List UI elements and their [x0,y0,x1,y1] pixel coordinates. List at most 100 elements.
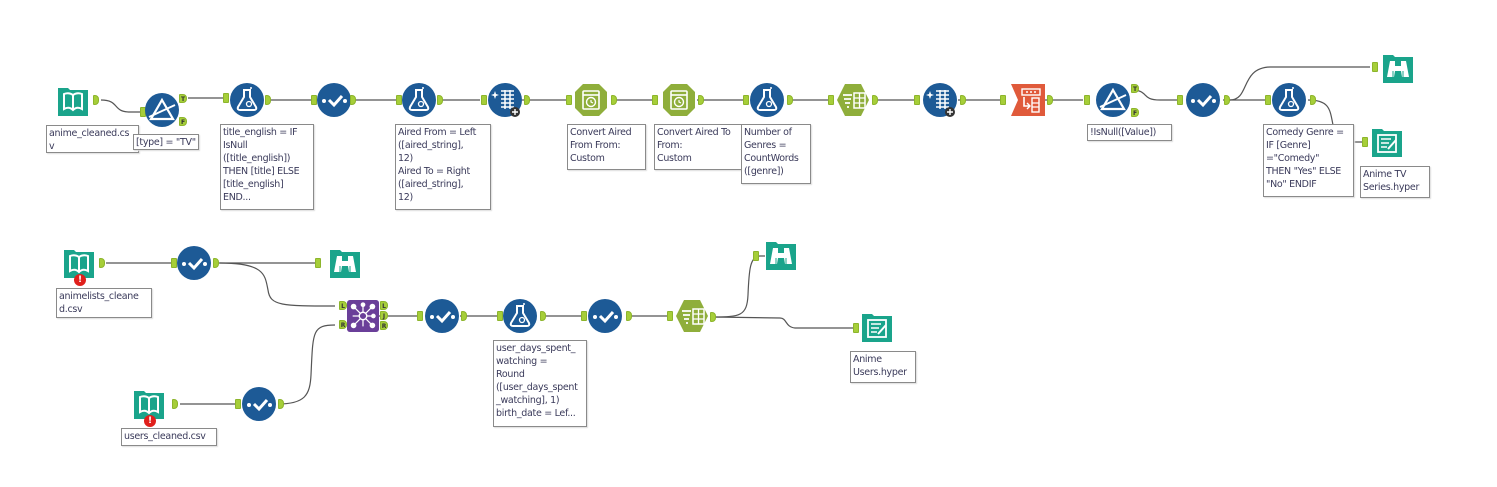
formula-tool-aired[interactable] [402,83,436,117]
input-anchor[interactable] [311,95,317,105]
input-anchor[interactable] [1265,95,1271,105]
join-tool[interactable] [347,300,379,332]
select-tool-4[interactable] [242,387,276,421]
input-anchor[interactable] [171,258,177,268]
output-anchor[interactable] [960,95,966,105]
checkmark-select-icon [242,387,276,421]
checkmark-select-icon [317,83,351,117]
output-anchor[interactable] [872,95,878,105]
input-data-tool-animelists[interactable] [62,246,96,280]
input-anchor[interactable] [396,95,402,105]
input-anchor[interactable] [667,311,673,321]
output-anchor[interactable] [265,95,271,105]
input-anchor[interactable] [853,323,859,333]
error-badge-icon: ! [74,274,86,286]
left-input-anchor[interactable]: L [339,301,347,310]
multi-field-formula-icon [488,83,522,117]
output-data-tool-anime[interactable] [1370,125,1404,159]
filter-tool-tv[interactable] [145,93,179,127]
output-anchor[interactable] [787,95,793,105]
input-anchor[interactable] [914,95,920,105]
input-anchor[interactable] [1177,95,1183,105]
output-data-tool-users[interactable] [860,310,894,344]
output-anchor[interactable] [172,399,178,409]
output-anchor[interactable] [611,95,617,105]
formula-tool-comedy[interactable] [1272,83,1306,117]
input-anchor[interactable] [581,311,587,321]
output-anchor[interactable] [1224,95,1230,105]
formula-tool-title[interactable] [230,83,264,117]
input-anchor[interactable] [828,95,834,105]
input-anchor[interactable] [753,251,759,261]
false-anchor[interactable]: F [1131,108,1139,117]
text-to-columns-tool-1[interactable] [836,83,870,117]
output-anchor[interactable] [710,312,716,322]
input-anchor[interactable] [566,95,572,105]
input-anchor[interactable] [1000,95,1006,105]
filter-triangle-icon [145,93,179,127]
multi-field-formula-icon [923,83,957,117]
browse-tool-3[interactable] [764,238,798,272]
annotation-input-users: users_cleaned.csv [121,428,217,446]
input-anchor[interactable] [481,95,487,105]
right-input-anchor[interactable]: R [339,320,347,329]
input-anchor[interactable] [417,311,423,321]
output-anchor[interactable] [213,258,219,268]
text-to-columns-tool-2[interactable] [675,299,709,333]
datetime-tool-to[interactable] [662,83,696,117]
connector-input-filter [100,99,140,113]
formula-tool-users[interactable] [503,299,537,333]
output-anchor[interactable] [540,311,546,321]
output-anchor[interactable] [350,95,356,105]
filter-tool-null[interactable] [1096,83,1130,117]
input-anchor[interactable] [652,95,658,105]
select-tool-3[interactable] [177,246,211,280]
output-file-icon [862,314,892,342]
checkmark-select-icon [177,246,211,280]
input-anchor[interactable] [223,93,229,103]
datetime-tool-from[interactable] [574,83,608,117]
output-anchor[interactable] [1047,95,1053,105]
output-anchor[interactable] [437,95,443,105]
datetime-clock-icon [663,84,695,116]
output-anchor[interactable] [524,95,530,105]
output-anchor[interactable] [461,311,467,321]
multi-field-formula-tool-2[interactable] [923,83,957,117]
input-anchor[interactable] [743,95,749,105]
output-anchor[interactable] [93,95,99,105]
select-tool-1[interactable] [317,83,351,117]
binoculars-icon [1383,55,1413,83]
checkmark-select-icon [588,299,622,333]
output-anchor[interactable] [1310,95,1316,105]
input-anchor[interactable] [315,258,321,268]
browse-tool-2[interactable] [328,246,362,280]
select-tool-5[interactable] [425,299,459,333]
true-anchor[interactable]: T [1131,84,1139,93]
output-anchor[interactable] [99,258,105,268]
select-tool-6[interactable] [588,299,622,333]
annotation-formula-aired: Aired From = Left ([aired_string], 12) A… [395,124,491,210]
input-anchor[interactable] [1362,137,1368,147]
input-data-tool-anime[interactable] [56,84,90,118]
output-anchor[interactable] [698,95,704,105]
false-anchor[interactable]: F [179,117,187,126]
join-output-anchor[interactable]: J [380,311,388,320]
join-network-icon [347,300,379,332]
output-anchor[interactable] [626,311,632,321]
input-anchor[interactable] [1084,95,1090,105]
multi-field-formula-tool-1[interactable] [488,83,522,117]
right-output-anchor[interactable]: R [380,321,388,330]
input-anchor[interactable] [235,399,241,409]
input-anchor[interactable] [497,311,503,321]
input-anchor[interactable] [1372,62,1378,72]
transpose-tool[interactable] [1011,83,1045,117]
true-anchor[interactable]: T [179,94,187,103]
checkmark-select-icon [1186,83,1220,117]
formula-tool-genres[interactable] [750,83,784,117]
input-data-tool-users[interactable] [132,387,166,421]
left-output-anchor[interactable]: L [380,301,388,310]
select-tool-2[interactable] [1186,83,1220,117]
browse-tool-1[interactable] [1381,51,1415,85]
output-anchor[interactable] [278,399,284,409]
